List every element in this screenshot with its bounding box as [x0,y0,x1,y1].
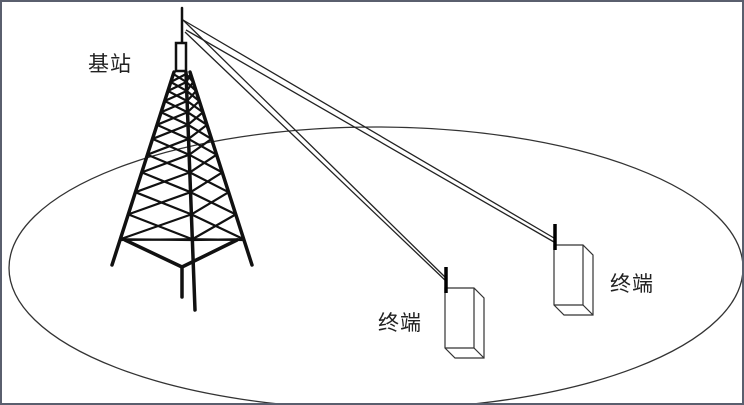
tower-brace [159,99,189,114]
tower-brace [188,153,218,174]
tower-brace [169,72,188,84]
tower-brace [186,99,201,114]
tower-brace [127,213,194,241]
tower-brace [119,213,193,241]
tower-brace [189,191,237,216]
base-station-label: 基站 [88,52,132,76]
tower-brace [187,137,218,156]
tower-brace [189,171,224,194]
tower-brace [188,171,230,194]
tower-brace [188,153,224,174]
tower-brace [134,191,193,216]
tower-brace [151,123,190,141]
tower-brace [190,213,245,241]
tower-brace [188,137,213,156]
tower-brace [185,72,192,84]
coverage-area [8,126,742,403]
tower-brace [140,153,191,174]
terminal-2 [553,224,594,316]
tower-brace [185,89,198,103]
tower-brace [146,153,191,174]
terminal-1-label: 终端 [378,311,422,335]
tower-brace [191,213,237,241]
tower-brace [127,191,192,216]
tower-brace [191,238,245,242]
tower-brace [186,123,213,141]
tower-brace [187,123,209,141]
tower-brace [166,80,188,93]
tower-brace [155,111,189,126]
tower-brace [186,111,209,126]
tower-brace [186,111,205,126]
signal-beams [182,19,555,283]
tower-brace [146,137,190,156]
tower-brace [118,238,194,242]
terminal-1 [444,267,485,359]
tower-brace [190,191,230,216]
tower-brace [163,89,188,103]
tower-brace [134,171,191,194]
terminal-2-label: 终端 [610,272,654,296]
tower-icon [110,6,254,312]
tower-brace [140,171,192,194]
tower-brace [185,80,195,93]
